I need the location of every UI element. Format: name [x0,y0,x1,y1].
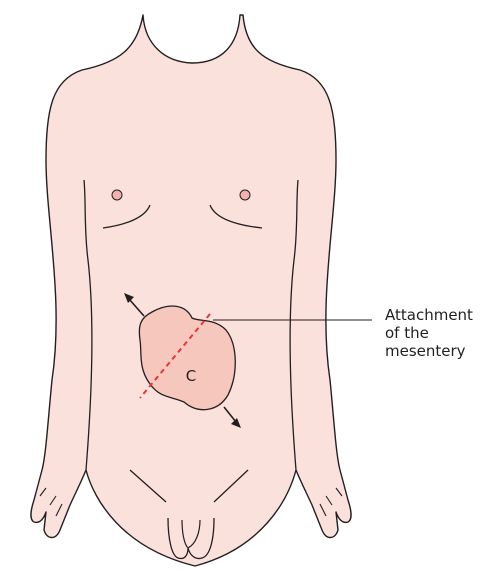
callout-line-3: mesentery [385,342,495,360]
callout-line-2: of the [385,324,495,342]
right-nipple [240,190,250,200]
callout-line-1: Attachment [385,306,495,324]
defect-label: C [186,367,196,385]
torso-body [31,15,351,566]
left-nipple [112,190,122,200]
callout-label: Attachment of the mesentery [385,306,495,360]
